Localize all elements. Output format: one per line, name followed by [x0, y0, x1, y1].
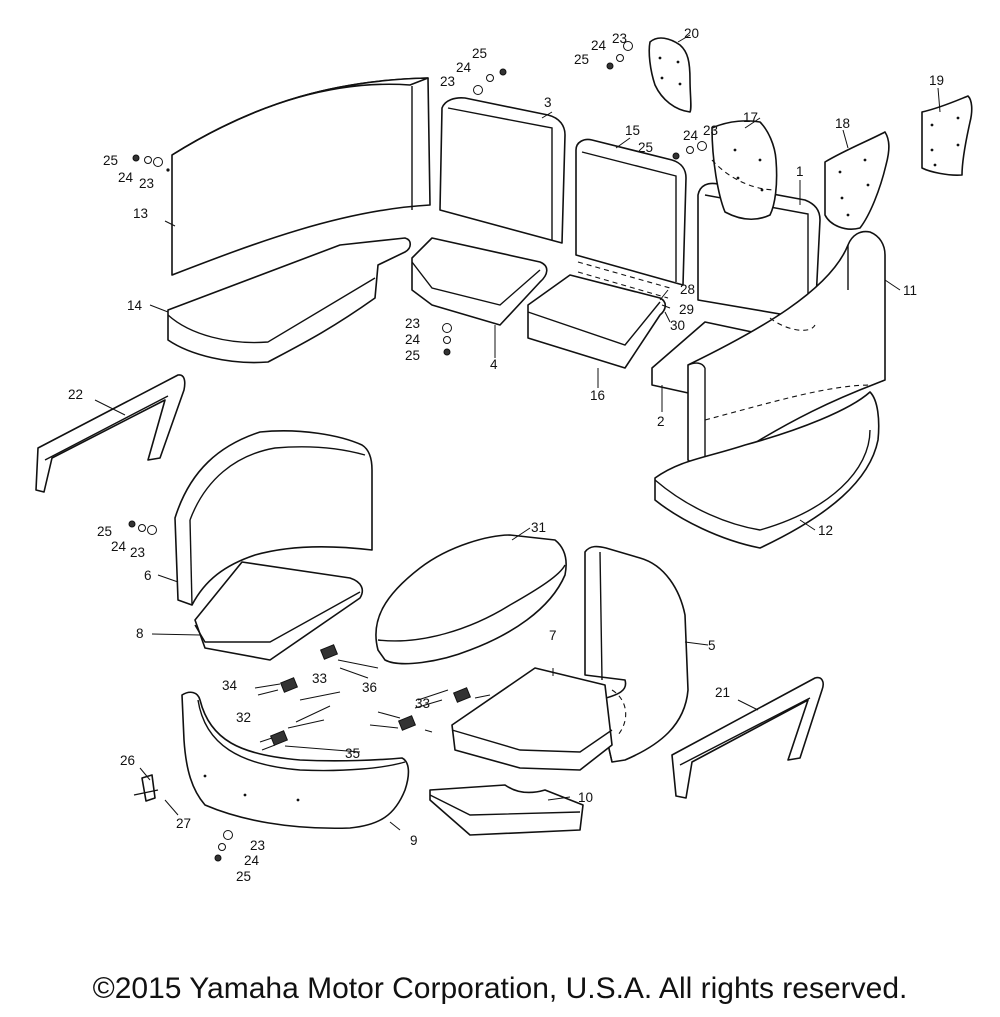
- callout-34: 34: [222, 678, 238, 693]
- callout-24-b: 24: [591, 38, 607, 53]
- part-9-front-panel[interactable]: [181, 691, 410, 830]
- part-4-seat-cushion[interactable]: [411, 237, 548, 326]
- callout-31: 31: [531, 520, 546, 535]
- callout-24-g: 24: [244, 853, 260, 868]
- part-11-curved-backrest[interactable]: [687, 230, 886, 476]
- callout-27: 27: [176, 816, 191, 831]
- callout-9: 9: [410, 833, 418, 848]
- callout-labels: 1 2 3 4 5 6 7 8 9 10 11 12 13 14 15 16 1…: [68, 26, 944, 884]
- part-13-backrest[interactable]: [166, 77, 431, 276]
- callout-20: 20: [684, 26, 699, 41]
- callout-22: 22: [68, 387, 83, 402]
- callout-8: 8: [136, 626, 144, 641]
- part-21-trim-frame[interactable]: [671, 676, 824, 799]
- callout-21: 21: [715, 685, 730, 700]
- callout-16: 16: [590, 388, 605, 403]
- callout-28: 28: [680, 282, 695, 297]
- part-19-cover[interactable]: [921, 95, 973, 176]
- callout-33a: 33: [312, 671, 327, 686]
- callout-25-f: 25: [97, 524, 112, 539]
- part-7-seat-cushion[interactable]: [451, 667, 613, 771]
- callout-36: 36: [362, 680, 377, 695]
- part-12-curved-seat[interactable]: [654, 391, 880, 549]
- callout-7: 7: [549, 628, 557, 643]
- part-17-cover[interactable]: [711, 120, 778, 221]
- callout-25-g: 25: [236, 869, 251, 884]
- callout-24-c: 24: [683, 128, 699, 143]
- seat-parts-diagram: 1 2 3 4 5 6 7 8 9 10 11 12 13 14 15 16 1…: [35, 26, 973, 884]
- callout-25-d: 25: [103, 153, 118, 168]
- callout-12: 12: [818, 523, 833, 538]
- callout-23-f: 23: [130, 545, 145, 560]
- callout-23-c: 23: [703, 123, 718, 138]
- callout-18: 18: [835, 116, 850, 131]
- callout-24-a: 24: [456, 60, 472, 75]
- callout-15: 15: [625, 123, 640, 138]
- callout-33b: 33: [415, 696, 430, 711]
- part-8-seat-cushion[interactable]: [194, 561, 364, 661]
- callout-25-a: 25: [472, 46, 487, 61]
- callout-2: 2: [657, 414, 665, 429]
- callout-25-c: 25: [638, 140, 653, 155]
- part-22-trim-frame[interactable]: [35, 374, 186, 493]
- callout-24-e: 24: [405, 332, 421, 347]
- callout-23-b: 23: [612, 31, 627, 46]
- callout-3: 3: [544, 95, 552, 110]
- callout-17: 17: [743, 110, 758, 125]
- callout-25-e: 25: [405, 348, 420, 363]
- hardware-group-top: [128, 41, 707, 862]
- callout-14: 14: [127, 298, 143, 313]
- part-14-seat-cushion[interactable]: [167, 237, 412, 364]
- callout-23-d: 23: [139, 176, 154, 191]
- callout-26: 26: [120, 753, 135, 768]
- callout-10: 10: [578, 790, 593, 805]
- callout-30: 30: [670, 318, 685, 333]
- part-15-backrest[interactable]: [575, 138, 687, 299]
- copyright-notice: ©2015 Yamaha Motor Corporation, U.S.A. A…: [92, 972, 908, 1005]
- part-3-backrest[interactable]: [439, 97, 566, 244]
- part-18-cover[interactable]: [824, 131, 890, 230]
- leader-lines: [94, 34, 941, 831]
- callout-25-b: 25: [574, 52, 589, 67]
- part-31-oval-cushion[interactable]: [375, 534, 567, 665]
- callout-24-f: 24: [111, 539, 127, 554]
- callout-24-d: 24: [118, 170, 134, 185]
- part-10-wedge-cushion[interactable]: [429, 784, 584, 836]
- callout-23-e: 23: [405, 316, 420, 331]
- callout-23-g: 23: [250, 838, 265, 853]
- callout-29: 29: [679, 302, 694, 317]
- callout-1: 1: [796, 164, 804, 179]
- callout-4: 4: [490, 357, 498, 372]
- part-20-cover[interactable]: [648, 37, 692, 113]
- callout-19: 19: [929, 73, 944, 88]
- callout-11: 11: [903, 283, 917, 298]
- part-6-corner-backrest[interactable]: [174, 430, 373, 606]
- hardware-group-brackets: [254, 644, 491, 751]
- callout-6: 6: [144, 568, 152, 583]
- callout-13: 13: [133, 206, 148, 221]
- callout-35: 35: [345, 746, 360, 761]
- part-16-seat-cushion[interactable]: [527, 274, 667, 369]
- callout-5: 5: [708, 638, 716, 653]
- callout-23-a: 23: [440, 74, 455, 89]
- callout-32: 32: [236, 710, 251, 725]
- part-26-bracket[interactable]: [133, 774, 159, 802]
